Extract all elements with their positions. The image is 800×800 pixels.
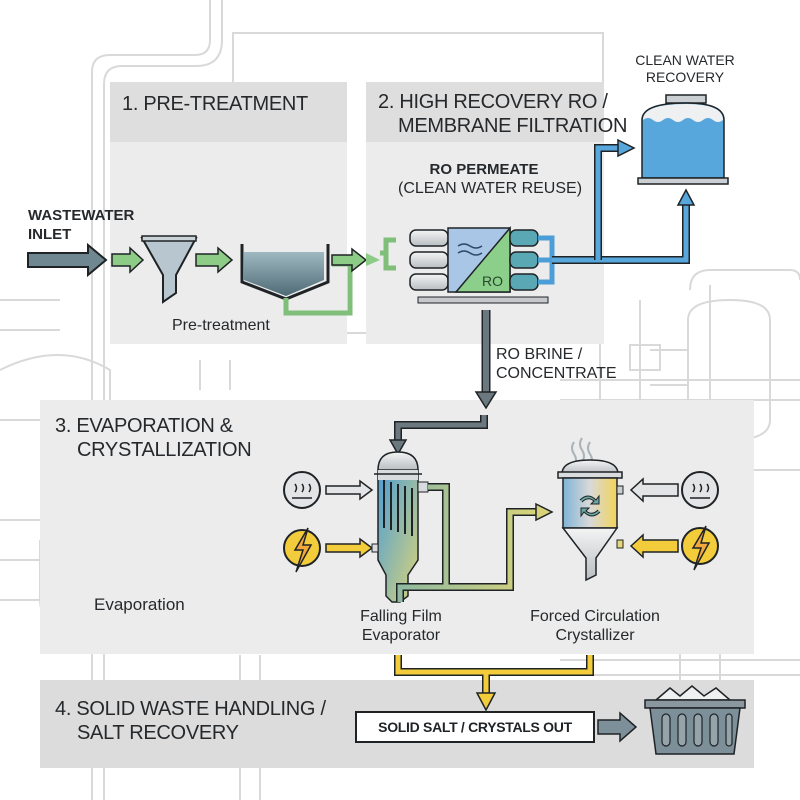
ro-brine-line2: CONCENTRATE: [496, 365, 617, 382]
forced-circulation-crystallizer-label: Forced Circulation Crystallizer: [515, 607, 675, 645]
ro-module-text: RO: [482, 273, 503, 289]
inlet-label-line1: WASTEWATER: [28, 207, 135, 224]
funnel-screen-icon: [140, 235, 198, 304]
clean-water-recovery-label: CLEAN WATER RECOVERY: [620, 52, 750, 86]
section-ro-title: 2. HIGH RECOVERY RO / MEMBRANE FILTRATIO…: [378, 90, 627, 138]
crystallizer-line1: Forced Circulation: [530, 608, 660, 625]
crystallizer-line2: Crystallizer: [555, 627, 635, 644]
salt-output-arrow: [597, 711, 638, 743]
electric-power-icon-right: [629, 525, 719, 571]
ro-permeate-line2: (CLEAN WATER REUSE): [398, 180, 583, 197]
solids-discharge-pipe: [394, 655, 594, 712]
section-pretreatment-header: [110, 82, 347, 142]
ro-permeate-line1: RO PERMEATE: [429, 161, 539, 178]
section-solids-title: 4. SOLID WASTE HANDLING / SALT RECOVERY: [55, 697, 326, 745]
clean-water-line2: RECOVERY: [645, 69, 725, 85]
pretreatment-caption: Pre-treatment: [172, 317, 270, 334]
pretreat-flow-arrow-2: [195, 246, 234, 274]
section-evaporation-title: 3. EVAPORATION & CRYSTALLIZATION: [55, 414, 252, 462]
falling-film-evaporator-label: Falling Film Evaporator: [346, 607, 456, 645]
solid-salt-output-box: SOLID SALT / CRYSTALS OUT: [355, 711, 595, 743]
clean-water-line1: CLEAN WATER: [635, 52, 735, 68]
steam-heat-icon-right: [629, 471, 719, 509]
permeate-pipe: [552, 138, 696, 264]
falling-film-evaporator-icon: [371, 451, 429, 603]
section-evaporation-title-line1: 3. EVAPORATION &: [55, 415, 233, 437]
forced-circulation-crystallizer-icon: [557, 437, 624, 582]
section-evaporation-title-line2: CRYSTALLIZATION: [77, 439, 252, 461]
ro-membrane-skid-icon: [366, 225, 555, 304]
clean-water-tank-icon: [637, 94, 729, 185]
brine-pipe: [388, 310, 498, 456]
evaporation-caption: Evaporation: [94, 595, 185, 614]
section-solids-title-line1: 4. SOLID WASTE HANDLING /: [55, 698, 326, 720]
wastewater-inlet-label: WASTEWATER INLET: [28, 206, 134, 244]
ro-permeate-label: RO PERMEATE (CLEAN WATER REUSE): [398, 160, 583, 198]
electric-power-icon-left: [283, 527, 374, 573]
section-pretreatment-title: 1. PRE-TREATMENT: [122, 92, 308, 116]
section-ro-header: [366, 82, 604, 142]
evaporator-line1: Falling Film: [360, 608, 442, 625]
clarifier-tank-icon: [240, 244, 368, 316]
section-pretreatment-title-text: 1. PRE-TREATMENT: [122, 93, 308, 115]
section-ro-title-line1: 2. HIGH RECOVERY RO /: [378, 91, 608, 113]
ro-brine-label: RO BRINE / CONCENTRATE: [496, 345, 617, 383]
steam-heat-icon-left: [283, 471, 374, 509]
evaporator-line2: Evaporator: [361, 627, 441, 644]
evaporator-to-crystallizer-pipe: [396, 483, 554, 602]
section-ro-title-line2: MEMBRANE FILTRATION: [398, 115, 628, 137]
ro-brine-line1: RO BRINE /: [496, 346, 583, 363]
pretreat-flow-arrow-1: [111, 246, 145, 274]
salt-bin-icon: [644, 685, 746, 755]
wastewater-inlet-arrow: [27, 242, 108, 278]
inlet-label-line2: INLET: [28, 226, 72, 243]
section-solids-title-line2: SALT RECOVERY: [77, 722, 239, 744]
